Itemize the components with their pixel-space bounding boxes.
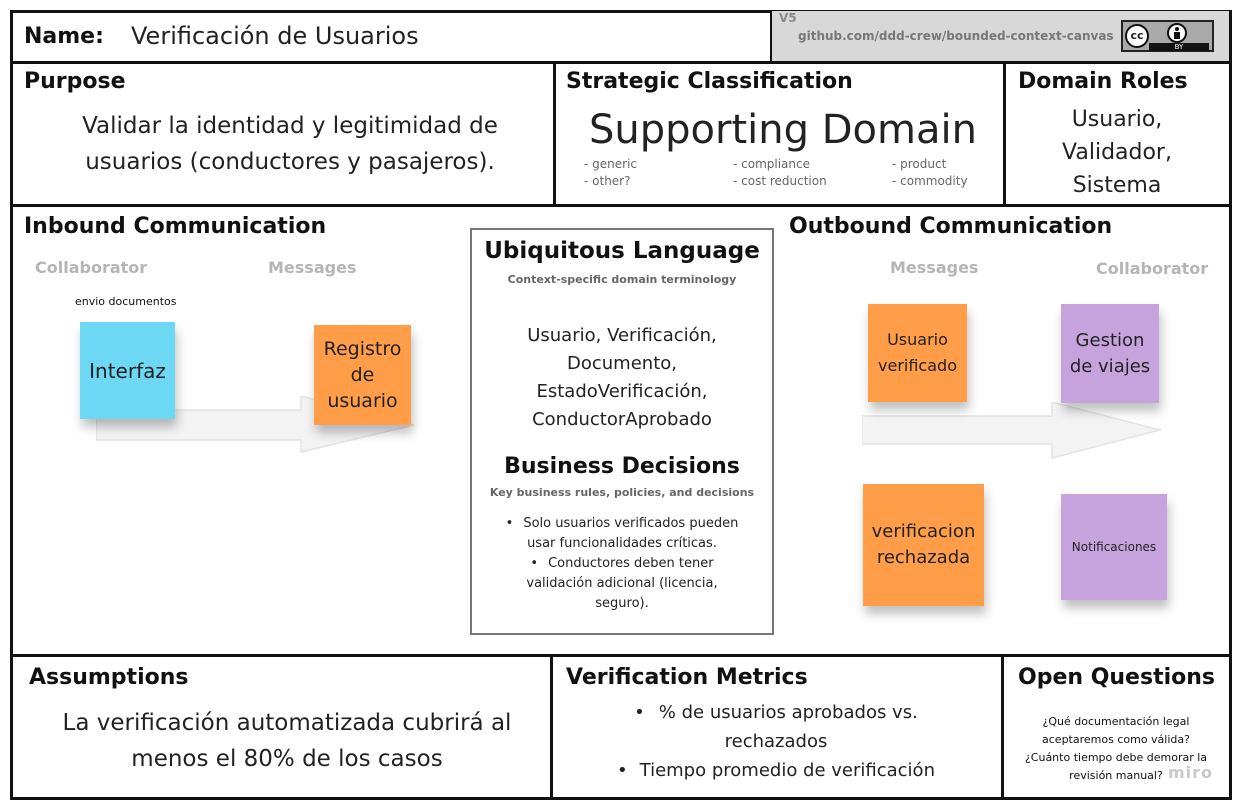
inbound-title: Inbound Communication	[24, 214, 327, 239]
inbound-message-sticky[interactable]: Registro de usuario	[314, 325, 411, 425]
outbound-message-sticky-2[interactable]: verificacion rechazada	[863, 484, 984, 606]
business-decision-item: •Conductores deben tener validación adic…	[526, 556, 718, 611]
ubiquitous-terms: Usuario, Verificación, Documento, Estado…	[527, 325, 717, 430]
outbound-message-sticky-1[interactable]: Usuario verificado	[868, 304, 967, 402]
open-questions-title: Open Questions	[1018, 665, 1216, 690]
ubiquitous-language-box	[470, 228, 774, 635]
divider-assumptions	[550, 655, 553, 800]
outbound-collaborator-sticky-2[interactable]: Notificaciones	[1061, 494, 1167, 600]
strategic-title: Strategic Classification	[566, 69, 853, 94]
source-link[interactable]: github.com/ddd-crew/bounded-context-canv…	[798, 29, 1114, 43]
divider-bottom-row	[10, 654, 1232, 657]
outbound-messages-label: Messages	[890, 258, 979, 277]
purpose-title: Purpose	[24, 69, 126, 94]
metric-item: •% de usuarios aprobados vs. rechazados	[634, 702, 918, 752]
canvas-frame	[10, 10, 1232, 800]
business-subtitle: Key business rules, policies, and decisi…	[489, 486, 755, 499]
divider-header-source	[770, 10, 772, 62]
domain-roles-title: Domain Roles	[1018, 69, 1188, 94]
business-decision-item: •Solo usuarios verificados pueden usar f…	[505, 516, 739, 551]
classification-options-2: - compliance - cost reduction	[733, 157, 827, 188]
assumptions-text: La verificación automatizada cubrirá al …	[62, 710, 512, 772]
metrics-list: •% de usuarios aprobados vs. rechazados …	[556, 698, 996, 785]
outbound-title: Outbound Communication	[789, 214, 1113, 239]
inbound-collaborator-sticky[interactable]: Interfaz	[80, 322, 175, 419]
business-decisions-list: •Solo usuarios verificados pueden usar f…	[480, 514, 764, 614]
name-label: Name:	[24, 24, 104, 49]
metric-item: •Tiempo promedio de verificación	[617, 760, 935, 781]
assumptions-title: Assumptions	[29, 665, 189, 690]
by-label: BY	[1149, 43, 1209, 51]
outbound-collaborator-label: Collaborator	[1096, 259, 1209, 278]
divider-purpose	[553, 62, 556, 206]
business-title: Business Decisions	[504, 454, 740, 479]
outbound-arrow	[862, 402, 1163, 459]
classification-options-3: - product - commodity	[892, 157, 968, 188]
cc-icon: cc	[1125, 24, 1149, 48]
version-label: V5	[779, 11, 797, 25]
inbound-note: envio documentos	[75, 295, 177, 308]
purpose-text: Validar la identidad y legitimidad de us…	[82, 113, 498, 175]
inbound-messages-label: Messages	[268, 258, 357, 277]
miro-watermark: miro	[1168, 763, 1214, 782]
classification-options-1: - generic - other?	[584, 157, 637, 188]
open-questions-list: ¿Qué documentación legal aceptaremos com…	[1024, 715, 1208, 782]
divider-top-row	[10, 204, 1232, 207]
ubiquitous-subtitle: Context-specific domain terminology	[507, 273, 737, 286]
attribution-icon	[1167, 23, 1187, 43]
metrics-title: Verification Metrics	[566, 665, 808, 690]
domain-roles-list: Usuario, Validador, Sistema	[1062, 107, 1172, 198]
divider-metrics	[1001, 655, 1004, 800]
strategic-classification-value: Supporting Domain	[589, 107, 977, 153]
outbound-collaborator-sticky-1[interactable]: Gestion de viajes	[1061, 304, 1159, 403]
cc-license-badge: cc BY	[1121, 20, 1214, 52]
ubiquitous-title: Ubiquitous Language	[484, 238, 760, 264]
context-name: Verificación de Usuarios	[131, 22, 419, 50]
divider-strategic	[1003, 62, 1006, 206]
divider-header	[10, 61, 1232, 64]
inbound-collaborator-label: Collaborator	[35, 258, 148, 277]
